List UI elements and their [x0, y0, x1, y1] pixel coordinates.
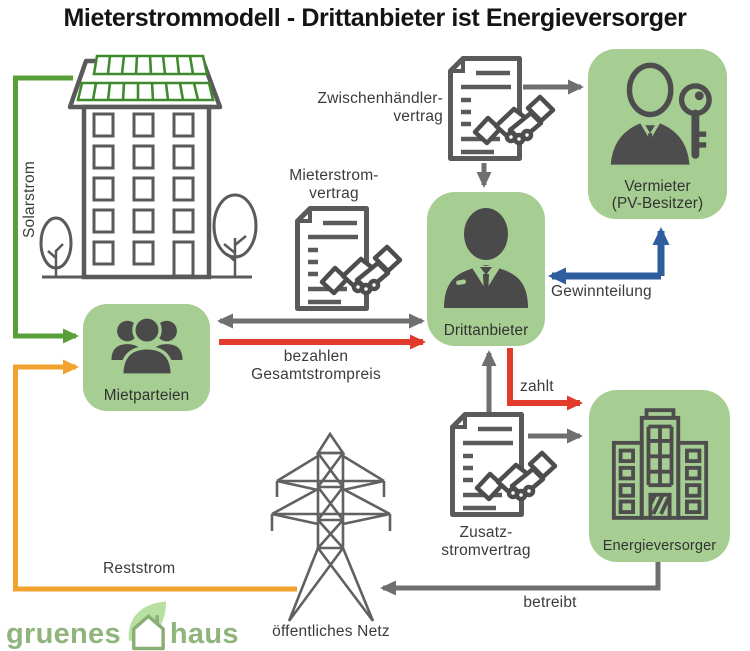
- landlord-with-key-icon: [610, 62, 712, 165]
- arrow-zahlt: [507, 348, 583, 411]
- edge-label-solarstrom: Solarstrom: [21, 161, 38, 238]
- gruenes-haus-logo: gruenes haus: [6, 597, 239, 651]
- contract-zwischenhaendler-icon: [451, 59, 554, 159]
- logo-word-2: haus: [169, 618, 239, 650]
- edge-label-reststrom: Reststrom: [103, 560, 176, 577]
- office-building-icon: [611, 408, 708, 520]
- edge-label-betreibt: betreibt: [523, 594, 577, 611]
- edge-label-gewinnteilung: Gewinnteilung: [551, 283, 652, 300]
- page-title: Mieterstrommodell - Drittanbieter ist En…: [63, 4, 687, 32]
- edge-label-zwischenhaendlervertrag: Zwischenhändler- vertrag: [317, 90, 443, 125]
- solar-panels: [76, 54, 215, 102]
- logo-word-1: gruenes: [6, 618, 121, 650]
- edge-label-zahlt: zahlt: [520, 378, 554, 395]
- edge-label-bezahlen: bezahlen Gesamtstrompreis: [251, 348, 381, 383]
- node-energieversorger: Energieversorger: [589, 390, 730, 562]
- node-mietparteien-label: Mietparteien: [103, 387, 190, 404]
- businessman-icon: [444, 208, 528, 308]
- arrow-reststrom: [13, 359, 297, 592]
- people-group-icon: [110, 316, 183, 375]
- leaf-house-icon: [128, 601, 166, 651]
- node-vermieter: Vermieter (PV-Besitzer): [588, 49, 727, 219]
- edge-label-mieterstromvertrag: Mieterstrom- vertrag: [289, 167, 379, 202]
- transmission-tower-illustration: [270, 431, 392, 622]
- contract-mieterstrom-icon: [298, 209, 401, 309]
- node-vermieter-label: Vermieter (PV-Besitzer): [611, 178, 704, 212]
- arrow-solarstrom: [13, 75, 79, 344]
- node-drittanbieter-label: Drittanbieter: [443, 322, 529, 339]
- arrow-betreibt: [380, 562, 661, 596]
- node-energieversorger-label: Energieversorger: [602, 538, 717, 554]
- contract-zusatzstrom-icon: [453, 415, 556, 515]
- edge-label-zusatzstromvertrag: Zusatz- stromvertrag: [441, 524, 531, 559]
- label-oeffentliches-netz: öffentliches Netz: [272, 623, 390, 640]
- node-drittanbieter: Drittanbieter: [427, 192, 545, 346]
- node-mietparteien: Mietparteien: [83, 304, 210, 411]
- solar-building-illustration: [39, 54, 258, 280]
